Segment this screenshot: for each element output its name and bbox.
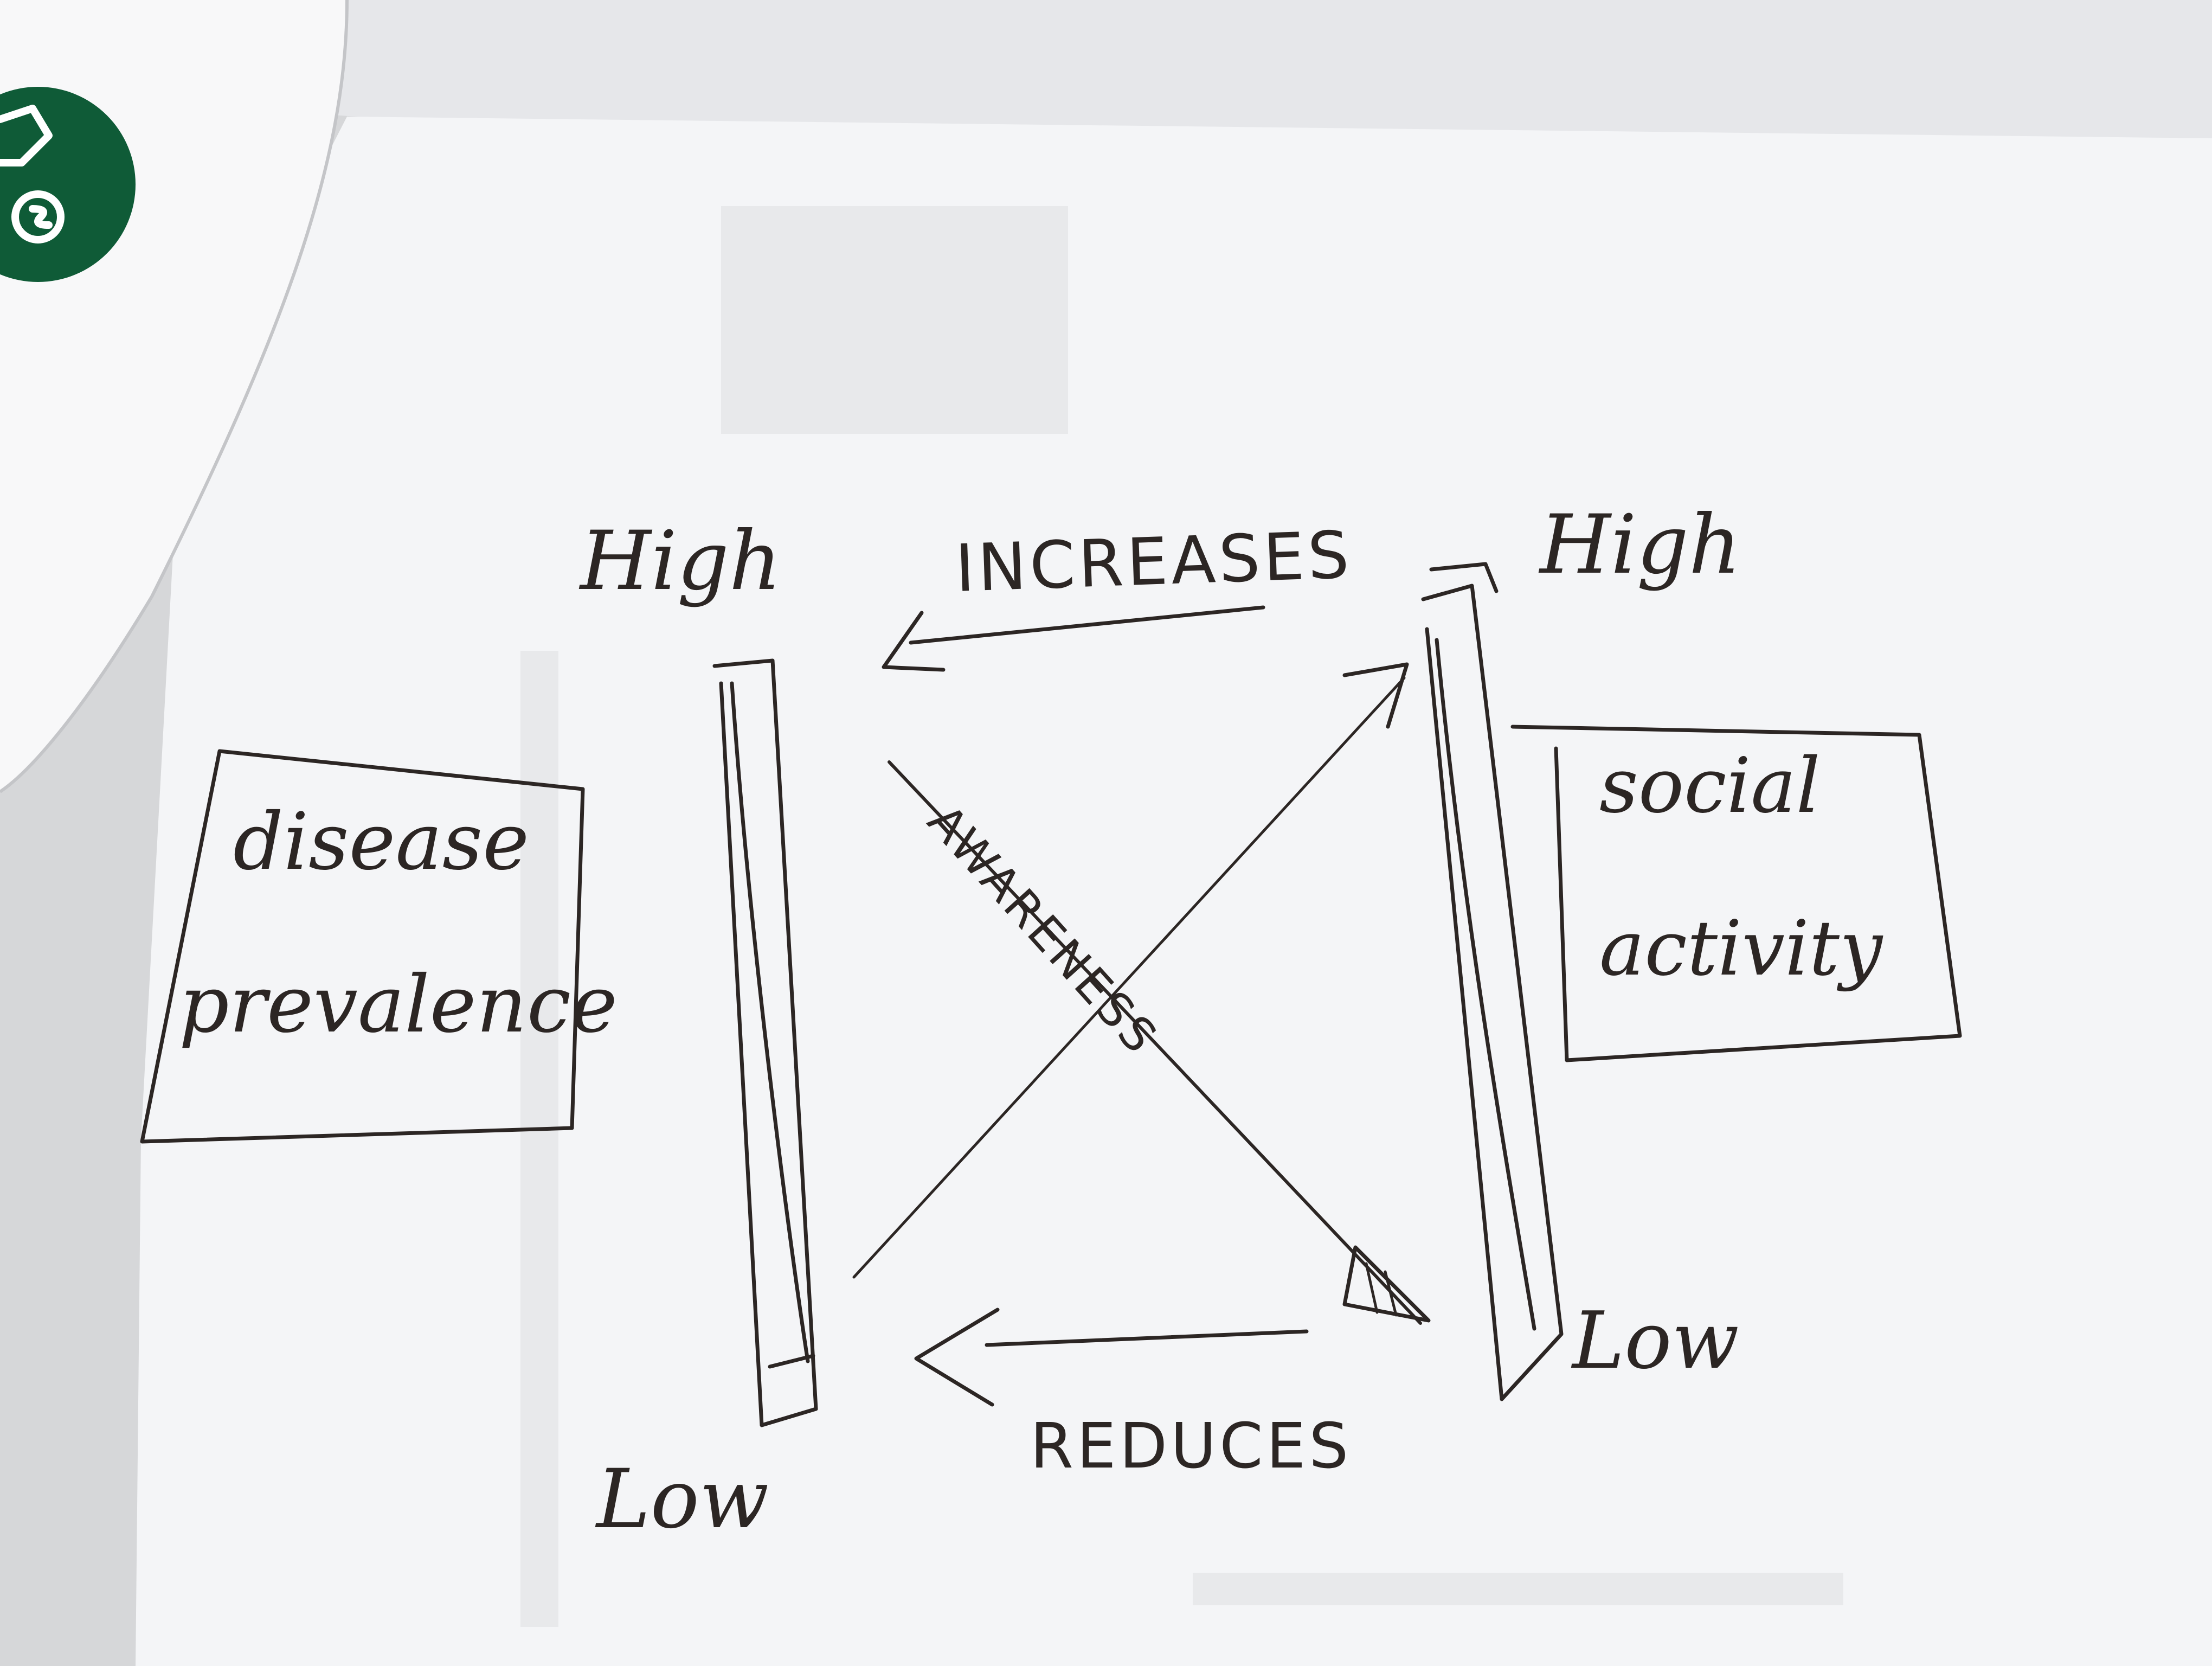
left-box-label-line2: prevalence xyxy=(179,959,618,1050)
right-box-label-line2: activity xyxy=(1599,905,1883,993)
reduces-arrow xyxy=(985,1329,1309,1347)
diagonal-arrow-up xyxy=(852,676,1406,1279)
green-badge xyxy=(0,87,136,282)
left-scale-bar xyxy=(712,658,818,1427)
right-scale-high-label: High xyxy=(1540,498,1741,592)
right-scale-low-label: Low xyxy=(1572,1295,1739,1387)
bleed-through-marks xyxy=(520,206,1843,1627)
left-box-outline xyxy=(140,749,585,1144)
main-paper-sheet xyxy=(136,117,2212,1666)
left-box-label-line1: disease xyxy=(233,796,530,888)
right-box-label-line1: social xyxy=(1599,742,1821,830)
right-box-outline xyxy=(1510,725,1962,1062)
money-hand-icon xyxy=(0,105,65,244)
right-scale-bar xyxy=(1421,584,1564,1401)
diagonal-arrow-down xyxy=(888,760,1422,1325)
diagram-drawing xyxy=(140,562,1962,1427)
increases-arrow-label: INCREASES xyxy=(954,517,1354,607)
increases-arrow xyxy=(909,605,1265,645)
left-scale-low-label: Low xyxy=(596,1452,769,1547)
left-scale-high-label: High xyxy=(580,514,782,608)
reduces-arrow-label: REDUCES xyxy=(1030,1410,1352,1483)
